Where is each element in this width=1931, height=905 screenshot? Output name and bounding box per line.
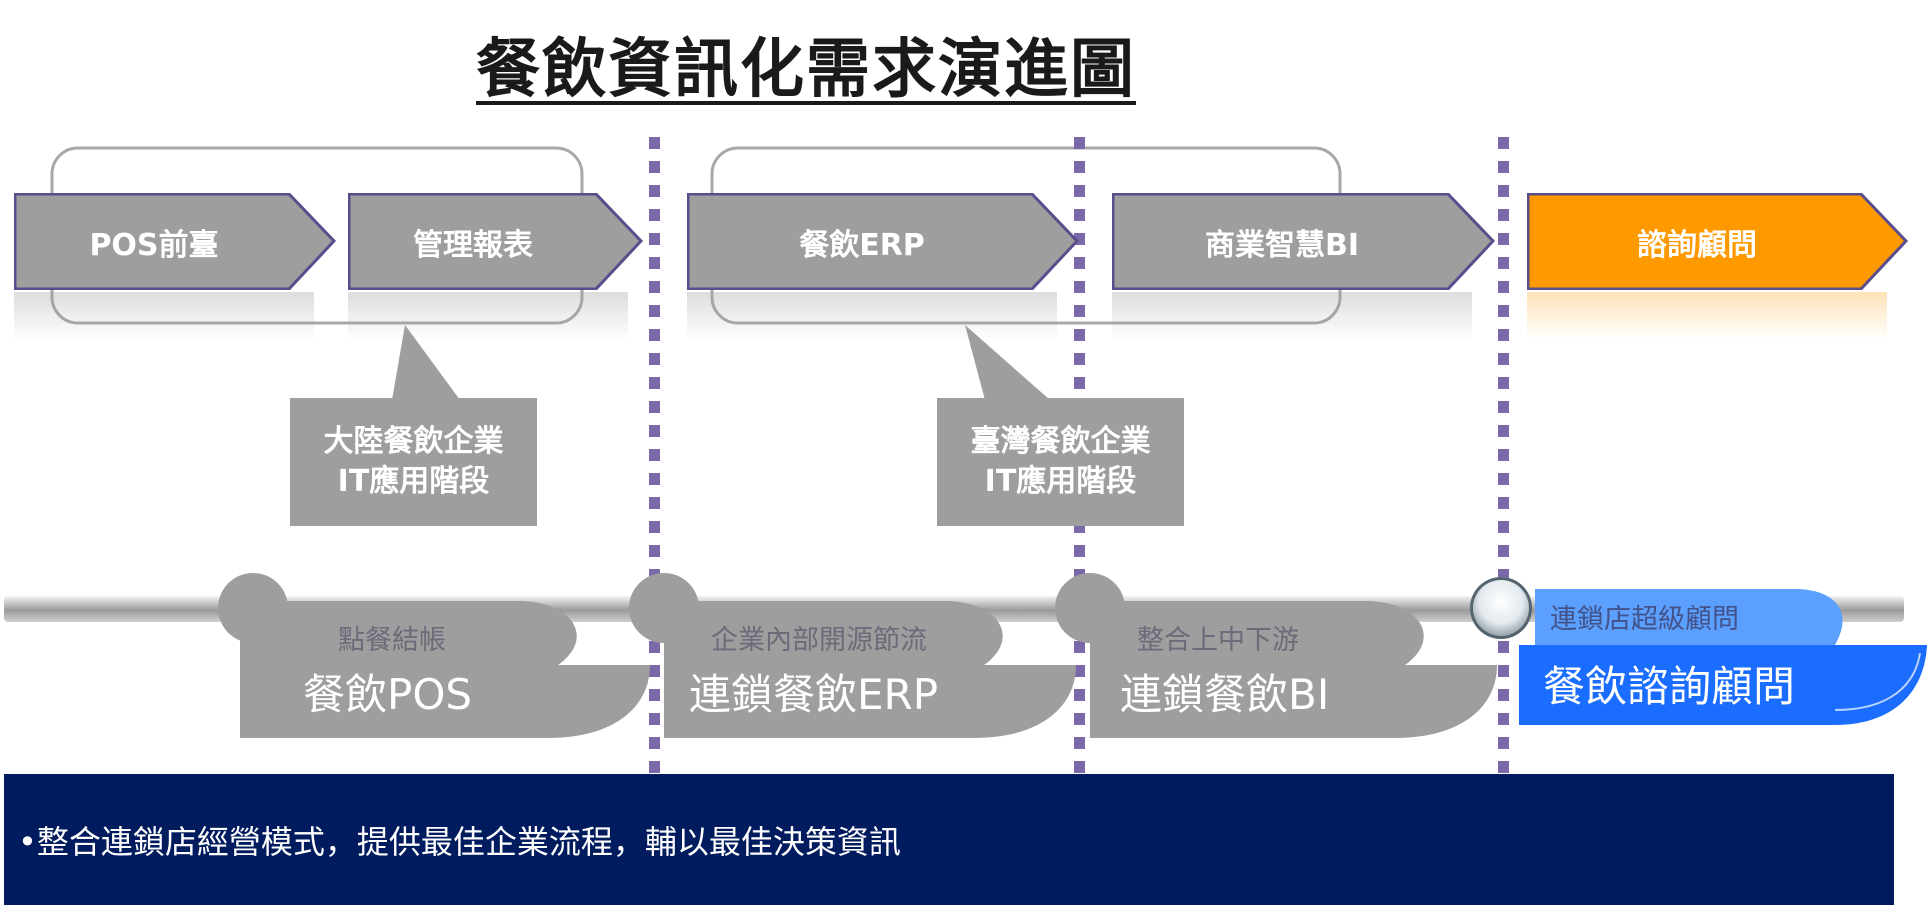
stage-label: POS前臺 [89, 227, 219, 263]
stage-label: 管理報表 [413, 227, 533, 263]
timeline-main: 連鎖餐飲BI [1120, 670, 1330, 719]
stage-bi: 商業智慧BI [1112, 193, 1495, 290]
timeline-sub: 連鎖店超級顧問 [1550, 604, 1739, 635]
timeline-sub: 企業內部開源節流 [711, 625, 927, 656]
page-title: 餐飲資訊化需求演進圖 [476, 33, 1136, 107]
callout-pointers [392, 325, 1050, 400]
stage-reflection [687, 292, 1057, 340]
timeline-main: 餐飲諮詢顧問 [1543, 662, 1796, 711]
timeline-item-bi: 整合上中下游 連鎖餐飲BI [1055, 573, 1505, 740]
timeline-item-erp: 企業內部開源節流 連鎖餐飲ERP [629, 573, 1084, 740]
stage-report: 管理報表 [348, 193, 643, 290]
callout-line: IT應用階段 [337, 464, 490, 499]
timeline-sub: 整合上中下游 [1137, 625, 1299, 656]
callout-line: 大陸餐飲企業 [323, 424, 504, 459]
separator-1 [649, 137, 660, 777]
separator-3 [1498, 137, 1509, 777]
timeline-item-consult: 連鎖店超級顧問 餐飲諮詢顧問 [1515, 585, 1931, 730]
callout-taiwan: 臺灣餐飲企業 IT應用階段 [937, 398, 1184, 526]
timeline-sub: 點餐結帳 [338, 625, 446, 656]
timeline-main: 連鎖餐飲ERP [689, 670, 939, 719]
timeline-main: 餐飲POS [303, 670, 473, 719]
stage-label: 餐飲ERP [799, 227, 925, 263]
stage-label: 商業智慧BI [1204, 227, 1360, 263]
callout-line: IT應用階段 [984, 464, 1137, 499]
stage-reflection [14, 292, 314, 340]
callout-mainland: 大陸餐飲企業 IT應用階段 [290, 398, 537, 526]
summary-text: •整合連鎖店經營模式，提供最佳企業流程，輔以最佳決策資訊 [18, 822, 901, 861]
stage-reflection [1527, 292, 1887, 340]
stage-label: 諮詢顧問 [1637, 227, 1757, 263]
stage-consult: 諮詢顧問 [1527, 193, 1908, 290]
stage-erp: 餐飲ERP [687, 193, 1079, 290]
summary-banner: •整合連鎖店經營模式，提供最佳企業流程，輔以最佳決策資訊 [4, 774, 1894, 905]
stage-reflection [348, 292, 628, 340]
timeline-marker-knob [1470, 577, 1532, 639]
stage-pos: POS前臺 [14, 193, 336, 290]
timeline-item-pos: 點餐結帳 餐飲POS [218, 573, 658, 740]
stage-reflection [1112, 292, 1472, 340]
callout-line: 臺灣餐飲企業 [970, 424, 1151, 459]
